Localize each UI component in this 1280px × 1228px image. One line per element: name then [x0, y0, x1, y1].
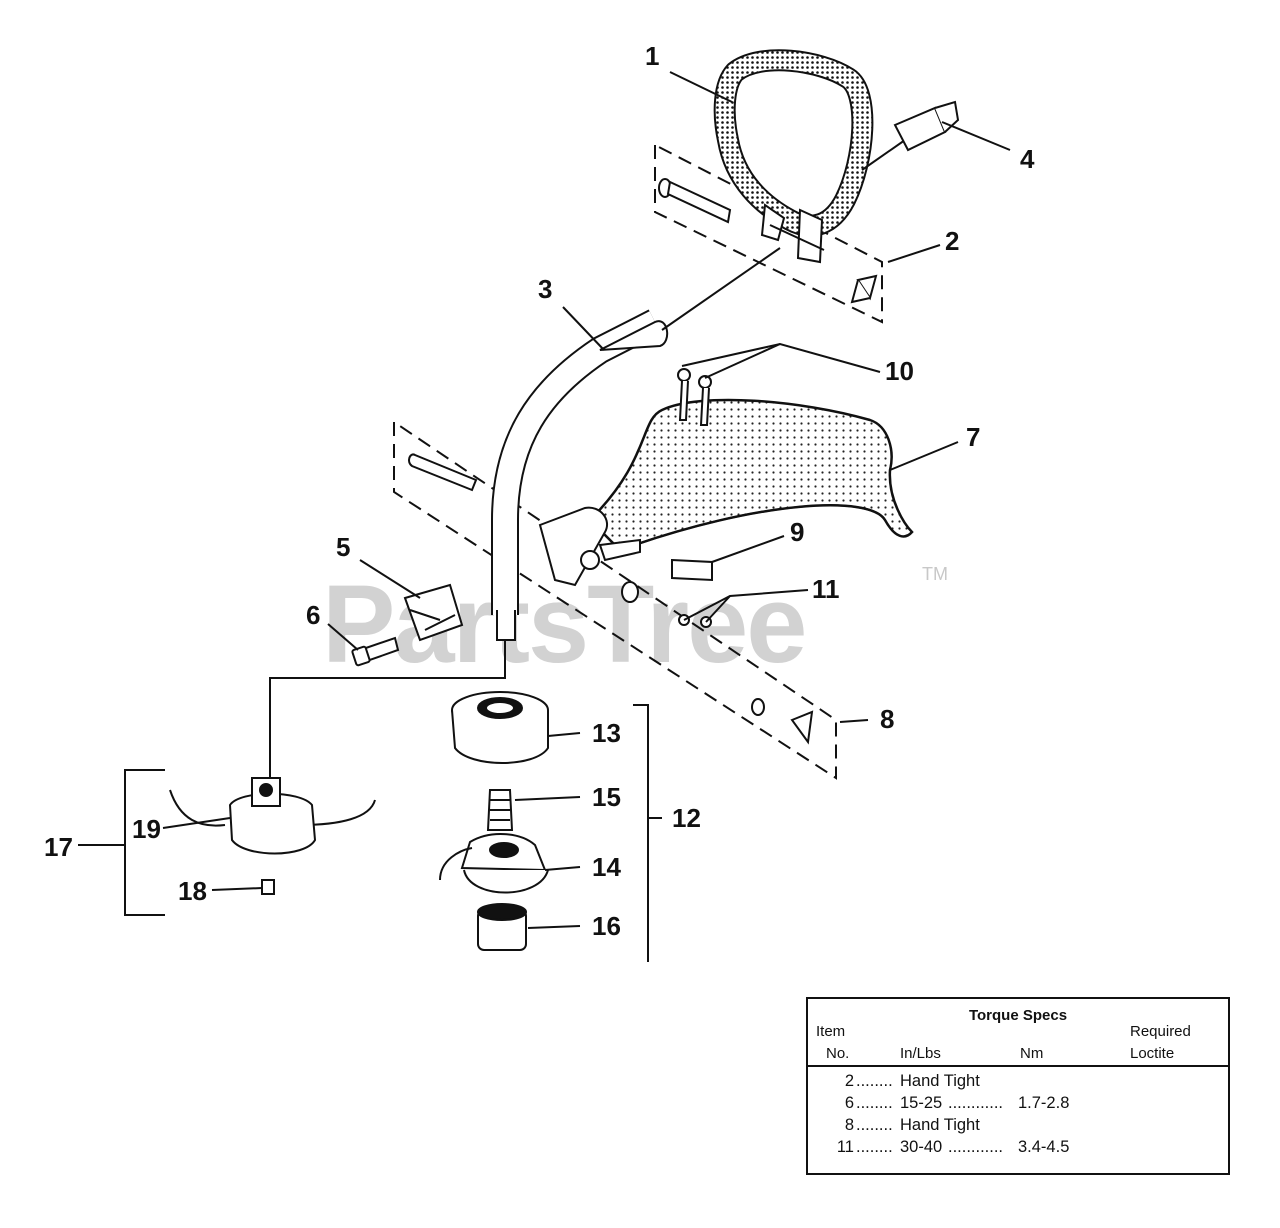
callout-labels: 1 2 3 4 5 6 7 8 9 10 11 12 13 14 15 16 1…: [44, 41, 1035, 941]
header-loctite: Loctite: [1130, 1045, 1175, 1062]
row-inlbs: 15-25: [900, 1094, 943, 1112]
header-nm: Nm: [1020, 1045, 1044, 1062]
row-leader-2: ............: [948, 1138, 1004, 1156]
header-no: No.: [826, 1045, 850, 1062]
row-item: 2: [844, 1072, 854, 1090]
callout-17: 17: [44, 832, 73, 862]
shield-bracket-part: [403, 453, 814, 745]
torque-specs-table: Torque Specs Item No. In/Lbs Nm Required…: [806, 997, 1230, 1175]
callout-7: 7: [966, 422, 980, 452]
shaft-end-part: [861, 100, 960, 171]
row-inlbs: Hand Tight: [900, 1072, 980, 1090]
loop-handle-part: [713, 49, 874, 264]
callout-12: 12: [672, 803, 701, 833]
shaft-tube-part: [491, 247, 781, 641]
row-nm: 1.7-2.8: [1018, 1094, 1070, 1112]
callout-16: 16: [592, 911, 621, 941]
callout-18: 18: [178, 876, 207, 906]
row-item: 8: [844, 1116, 854, 1134]
header-divider: [808, 1065, 1228, 1067]
watermark-text: PartsTree: [322, 563, 805, 686]
trimmer-head-part: [439, 691, 549, 951]
callout-15: 15: [592, 782, 621, 812]
row-nm: 3.4-4.5: [1018, 1138, 1070, 1156]
callout-4: 4: [1020, 144, 1035, 174]
grass-shield-part: [588, 398, 914, 552]
row-leader: ........: [856, 1138, 893, 1156]
callout-2: 2: [945, 226, 959, 256]
row-leader: ........: [856, 1072, 893, 1090]
watermark: PartsTree TM: [322, 563, 948, 686]
header-inlbs: In/Lbs: [900, 1045, 941, 1062]
watermark-trademark: TM: [922, 564, 948, 584]
row-leader-2: ............: [948, 1094, 1004, 1112]
clamp-bolt-part: [351, 636, 400, 667]
torque-specs-title: Torque Specs: [968, 1007, 1068, 1024]
row-inlbs: 30-40: [900, 1138, 943, 1156]
table-row: 8 ........ Hand Tight: [808, 1116, 1228, 1138]
header-required: Required: [1130, 1023, 1191, 1040]
table-row: 6 ........ 15-25 ............ 1.7-2.8: [808, 1094, 1228, 1116]
callout-8: 8: [880, 704, 894, 734]
leader-lines: [78, 71, 1011, 962]
callout-19: 19: [132, 814, 161, 844]
shield-bracket-plane: [393, 420, 837, 780]
row-leader: ........: [856, 1094, 893, 1112]
table-row: 11 ........ 30-40 ............ 3.4-4.5: [808, 1138, 1228, 1160]
row-inlbs: Hand Tight: [900, 1116, 980, 1134]
callout-5: 5: [336, 532, 350, 562]
shield-screws-part: [677, 368, 712, 426]
row-item: 6: [844, 1094, 854, 1112]
row-item: 11: [836, 1138, 854, 1156]
handle-bolt-part: [658, 178, 878, 304]
callout-9: 9: [790, 517, 804, 547]
table-row: 2 ........ Hand Tight: [808, 1072, 1228, 1094]
callout-3: 3: [538, 274, 552, 304]
callout-6: 6: [306, 600, 320, 630]
callout-1: 1: [645, 41, 659, 71]
callout-13: 13: [592, 718, 621, 748]
header-item: Item: [816, 1023, 846, 1040]
callout-11: 11: [812, 574, 840, 604]
alternate-head-part: [169, 777, 376, 895]
callout-14: 14: [592, 852, 621, 882]
callout-10: 10: [885, 356, 914, 386]
row-leader: ........: [856, 1116, 893, 1134]
